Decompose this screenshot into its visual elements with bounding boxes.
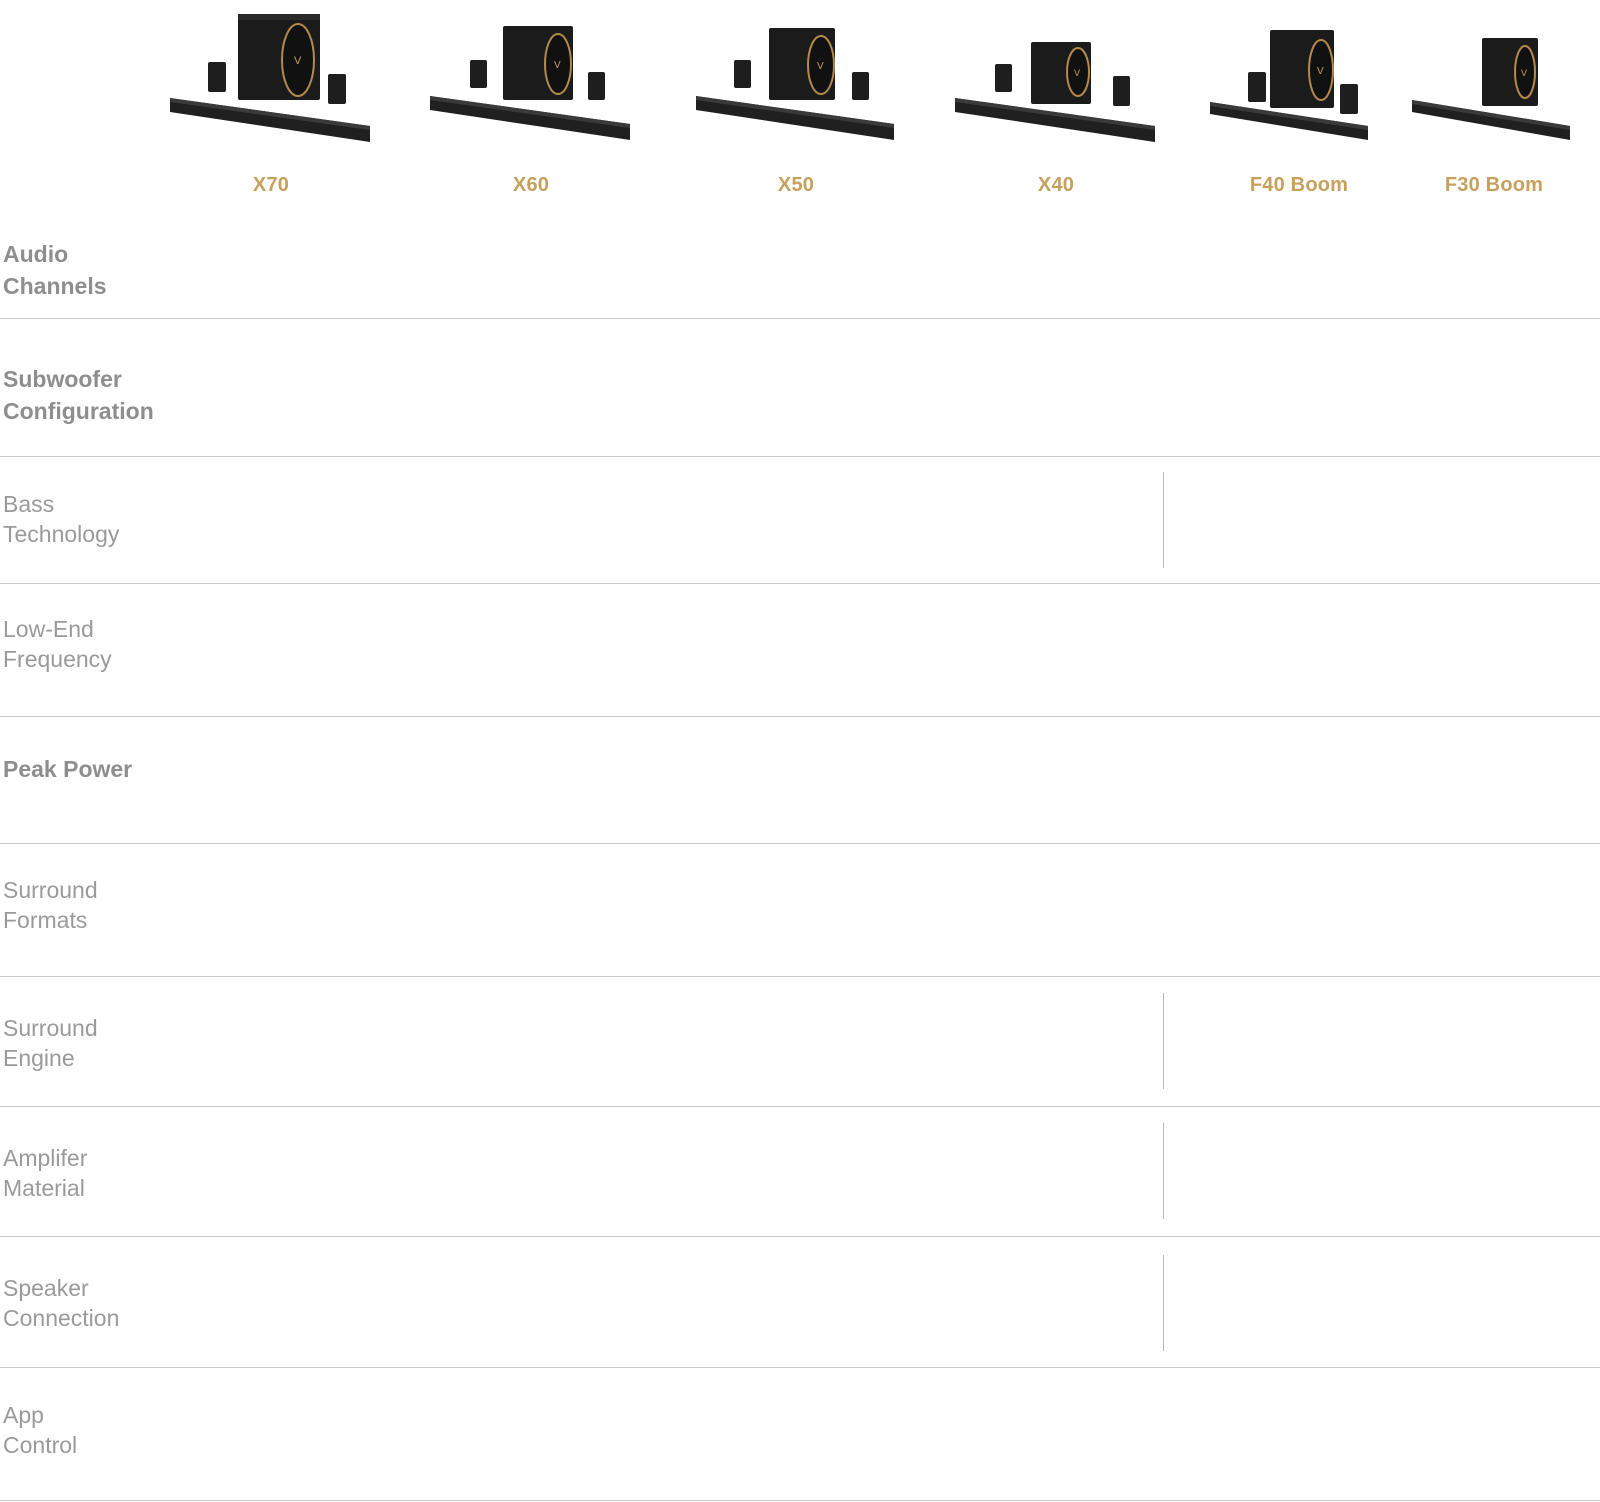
column-divider (1163, 993, 1164, 1089)
product-x40[interactable]: V X40 (953, 0, 1159, 210)
product-f30-boom[interactable]: V F30 Boom (1410, 0, 1578, 210)
product-name[interactable]: X50 (777, 174, 815, 196)
svg-text:V: V (294, 55, 302, 67)
row-label: Bass Technology (3, 491, 120, 547)
svg-text:V: V (817, 61, 824, 72)
product-x50[interactable]: V X50 (694, 0, 898, 210)
product-name[interactable]: F30 Boom (1444, 174, 1544, 196)
soundbar-system-image: V (1412, 38, 1570, 140)
soundbar-system-image: V (430, 26, 630, 140)
row-label: Peak Power (3, 756, 133, 782)
svg-text:V: V (1317, 66, 1324, 77)
row-peak-power: Peak Power (0, 717, 1600, 844)
row-label: Subwoofer Configuration (3, 366, 154, 424)
svg-text:V: V (1521, 68, 1527, 78)
product-name[interactable]: X60 (512, 174, 550, 196)
column-divider (1163, 1123, 1164, 1219)
column-divider (1163, 472, 1164, 568)
row-label: App Control (3, 1402, 78, 1458)
soundbar-system-image: V (1210, 30, 1368, 140)
product-name[interactable]: X40 (1037, 174, 1075, 196)
row-label: Audio Channels (3, 241, 107, 299)
soundbar-system-image: V (170, 14, 370, 142)
row-bass-technology: Bass Technology (0, 457, 1600, 584)
product-header: V X70 V X60 V X50 (0, 0, 1600, 220)
product-name[interactable]: F40 Boom (1249, 174, 1349, 196)
product-x60[interactable]: V X60 (428, 0, 634, 210)
product-name[interactable]: X70 (252, 174, 290, 196)
row-subwoofer-configuration: Subwoofer Configuration (0, 319, 1600, 457)
row-label: Speaker Connection (3, 1275, 120, 1331)
row-label: Low-End Frequency (3, 616, 112, 672)
soundbar-system-image: V (696, 28, 894, 140)
row-amplifier-material: Amplifer Material (0, 1107, 1600, 1237)
row-surround-formats: Surround Formats (0, 844, 1600, 977)
product-x70[interactable]: V X70 (166, 0, 376, 210)
row-low-end-frequency: Low-End Frequency (0, 584, 1600, 717)
product-f40-boom[interactable]: V F40 Boom (1206, 0, 1392, 210)
row-label: Surround Formats (3, 877, 98, 933)
row-label: Amplifer Material (3, 1145, 88, 1201)
svg-text:V: V (554, 60, 561, 71)
row-speaker-connection: Speaker Connection (0, 1237, 1600, 1368)
soundbar-system-image: V (955, 42, 1155, 142)
row-label: Surround Engine (3, 1015, 98, 1071)
row-app-control: App Control (0, 1368, 1600, 1501)
row-audio-channels: Audio Channels (0, 222, 1600, 319)
column-divider (1163, 1255, 1164, 1351)
row-surround-engine: Surround Engine (0, 977, 1600, 1107)
svg-text:V: V (1074, 68, 1080, 78)
